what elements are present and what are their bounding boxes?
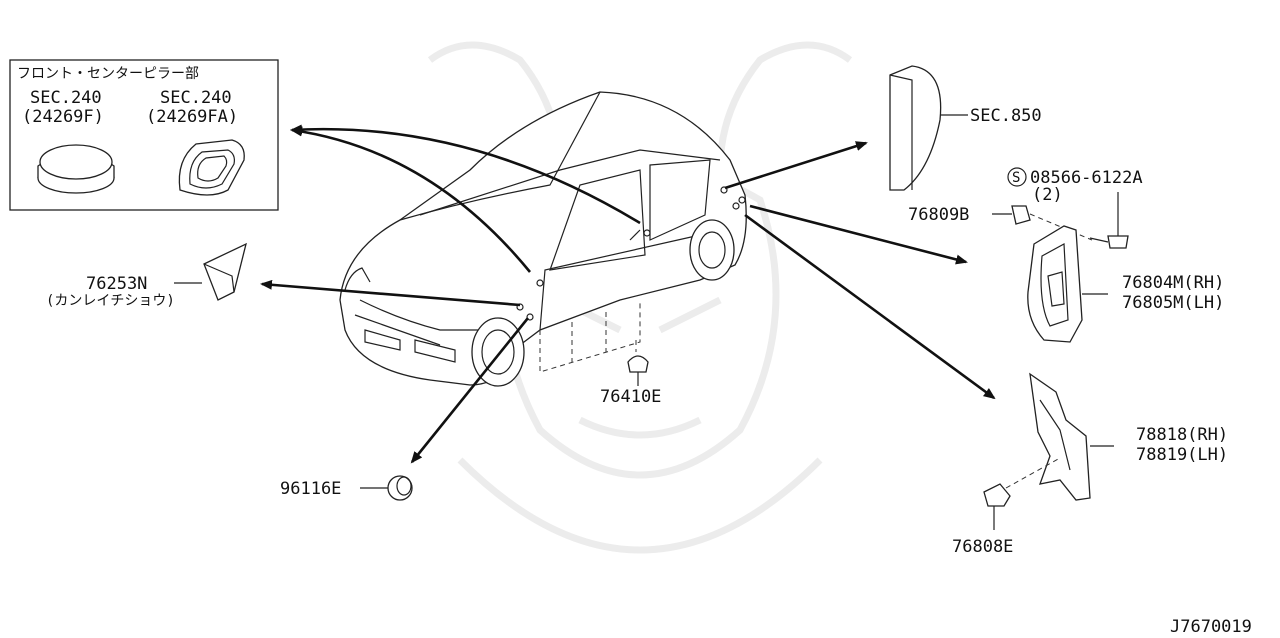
clip-76809B: 76809B xyxy=(908,205,1093,241)
fuel-housing-part: 76804M(RH) 76805M(LH) xyxy=(1027,225,1224,343)
label-76410E: 76410E xyxy=(600,387,661,407)
round-plug-icon xyxy=(37,144,115,194)
arrow-to-76804M xyxy=(749,204,968,265)
inset-right-sec: SEC.240 xyxy=(160,88,232,108)
screw-callout: S 08566-6122A (2) xyxy=(1007,167,1143,249)
label-76809B: 76809B xyxy=(908,205,969,225)
inset-title: フロント・センターピラー部 xyxy=(17,66,199,82)
diagram-id: J7670019 xyxy=(1170,617,1252,637)
mudguard-part: 78818(RH) 78819(LH) xyxy=(1029,372,1228,501)
car-body xyxy=(339,91,747,387)
rocker-dashed-lines xyxy=(539,300,641,373)
label-76808E: 76808E xyxy=(952,537,1013,557)
arrow-to-96116E xyxy=(410,317,530,464)
pillar-sticker-part: 76253N (カンレイチショウ) xyxy=(46,242,247,309)
arrow-to-inset-a xyxy=(290,126,532,273)
inset-left-part: (24269F) xyxy=(22,107,104,127)
pillar-inset-box: フロント・センターピラー部 SEC.240 (24269F) SEC.240 (… xyxy=(9,59,279,211)
label-76804M: 76804M(RH) xyxy=(1122,273,1224,293)
pointer-arrows xyxy=(260,124,996,464)
label-78818: 78818(RH) xyxy=(1136,425,1228,445)
plug-96116E: 96116E xyxy=(280,475,413,501)
arrow-to-76253N xyxy=(260,279,521,307)
arrow-to-inset-b xyxy=(290,124,641,225)
arrow-to-sec850 xyxy=(724,141,868,190)
arrow-to-78818 xyxy=(744,213,996,400)
label-screw-code: 08566-6122A xyxy=(1030,168,1143,188)
label-screw-qty: (2) xyxy=(1032,185,1063,205)
label-78819: 78819(LH) xyxy=(1136,445,1228,465)
screw-s-mark: S xyxy=(1012,170,1020,186)
label-76253N: 76253N xyxy=(86,274,147,294)
inset-right-part: (24269FA) xyxy=(146,107,238,127)
label-76805M: 76805M(LH) xyxy=(1122,293,1224,313)
label-sec850: SEC.850 xyxy=(970,106,1042,126)
label-96116E: 96116E xyxy=(280,479,341,499)
standard-part-circle-icon xyxy=(1007,167,1027,187)
grommet-76410E: 76410E xyxy=(600,355,661,407)
oval-grommet-icon xyxy=(178,139,245,196)
clip-76808E: 76808E xyxy=(952,457,1061,557)
inset-left-sec: SEC.240 xyxy=(30,88,102,108)
screw-icon xyxy=(1089,235,1129,249)
fuel-lid-part: SEC.850 xyxy=(889,65,1042,191)
label-76253N-note: (カンレイチショウ) xyxy=(46,293,175,309)
